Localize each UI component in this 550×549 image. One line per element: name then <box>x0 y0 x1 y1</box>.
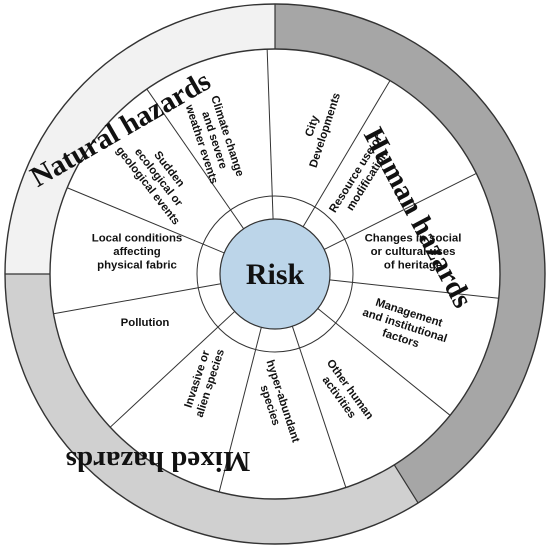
band-title-mixed: Mixed hazards <box>66 445 250 477</box>
segment-divider <box>67 187 204 245</box>
segment-label-line: Changes in social <box>365 233 462 245</box>
segment-label-line: or cultural uses <box>371 246 456 258</box>
segment-label-line: physical fabric <box>97 260 177 272</box>
segment-divider <box>146 88 231 211</box>
segment-divider <box>53 287 199 315</box>
segment-label-line: affecting <box>113 246 161 258</box>
segment-divider <box>335 322 451 416</box>
segment-label-line: of heritage <box>384 260 442 272</box>
segment-tick <box>302 206 316 227</box>
segment-label-line: Local conditions <box>92 233 183 245</box>
segment-tick <box>255 327 262 350</box>
outer-ring <box>4 3 546 545</box>
segment-tick <box>271 196 274 220</box>
segment-divider <box>344 172 477 240</box>
segment-label-line: Pollution <box>121 317 170 329</box>
segment-tick <box>198 283 221 289</box>
band-divider <box>393 464 419 504</box>
segment-divider <box>218 349 257 493</box>
segment-divider <box>314 80 391 208</box>
segment-tick <box>291 326 301 349</box>
segment-tick <box>217 311 236 328</box>
segment-divider <box>352 281 499 299</box>
segment-divider <box>109 326 219 428</box>
segment-tick <box>202 243 225 254</box>
segment-tick <box>323 238 346 250</box>
risk-label: Risk <box>246 258 305 291</box>
middle-ring <box>196 195 354 353</box>
segment-tick <box>329 279 353 283</box>
segment-tick <box>317 308 337 324</box>
segment-divider <box>299 347 347 488</box>
segment-divider <box>266 49 273 197</box>
segment-pollution: Pollution <box>121 317 170 329</box>
segment-tick <box>230 209 245 230</box>
risk-core <box>219 218 331 330</box>
